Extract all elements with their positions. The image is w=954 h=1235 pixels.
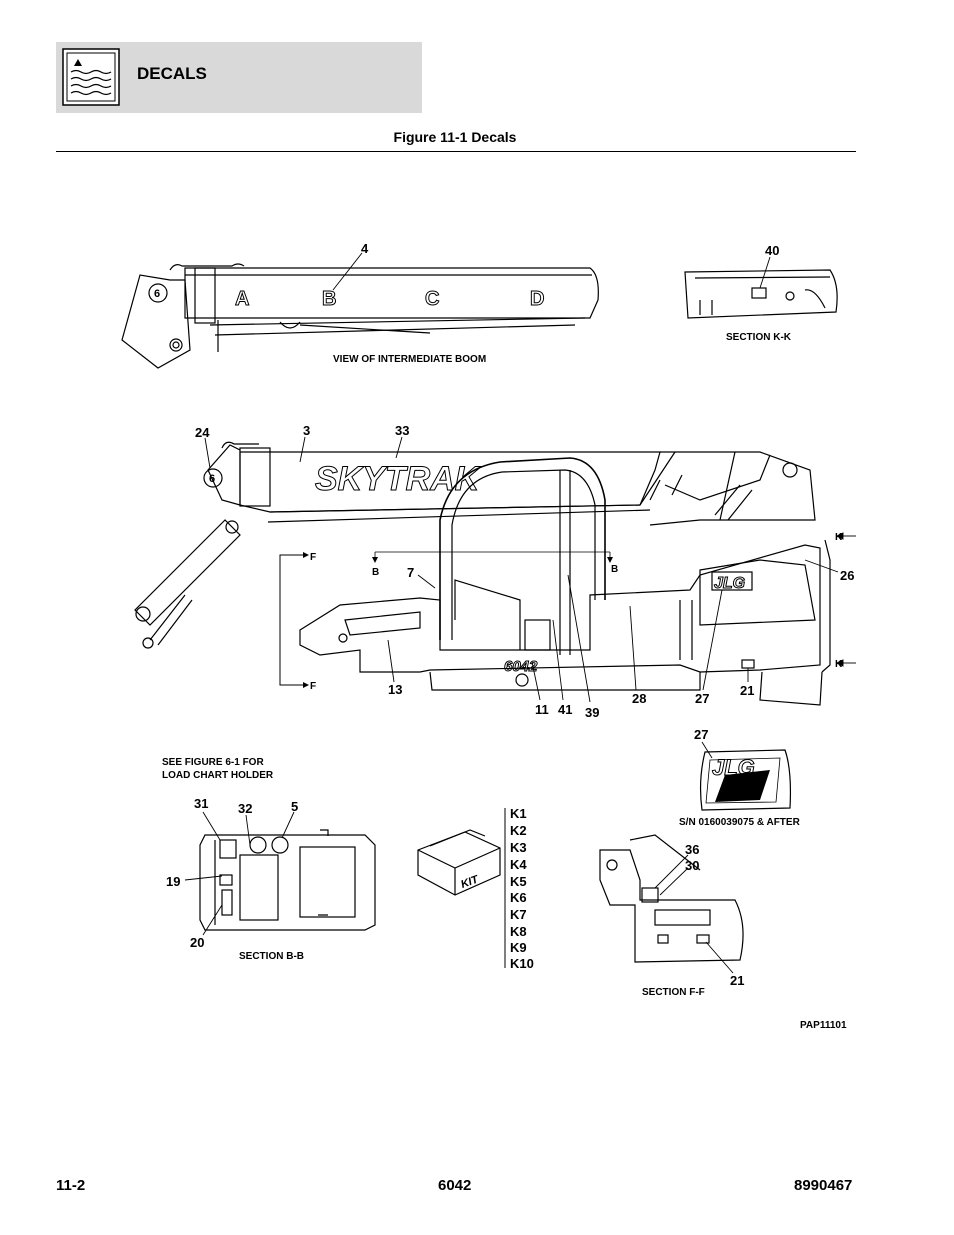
footer-part-number: 8990467 (794, 1177, 853, 1194)
decal-40-marker (751, 287, 767, 299)
kit-item-k7: K7 (510, 907, 527, 922)
decal-32-marker (239, 854, 279, 921)
callout-26: 26 (840, 568, 854, 583)
marker-f-bottom: F (310, 681, 316, 692)
section-ff-view (599, 834, 744, 963)
callout-36: 36 (685, 842, 699, 857)
marker-k-top: K (835, 532, 843, 543)
callout-13: 13 (388, 682, 402, 697)
callout-20: 20 (190, 935, 204, 950)
kit-item-k10: K10 (510, 956, 534, 971)
callout-40: 40 (765, 243, 779, 258)
intermediate-boom-view (121, 263, 599, 369)
jlg-decal-marker (711, 571, 753, 591)
boom-pivot-circle-main (203, 468, 223, 488)
boom-pivot-circle (148, 283, 168, 303)
kit-box-label: KIT (459, 873, 481, 891)
boom-number-6: 6 (154, 288, 160, 300)
kit-item-k8: K8 (510, 924, 527, 939)
caption-intermediate-boom: VIEW OF INTERMEDIATE BOOM (333, 354, 486, 365)
callout-41: 41 (558, 702, 572, 717)
callout-3: 3 (303, 423, 310, 438)
callout-5: 5 (291, 799, 298, 814)
caption-see-figure-2: LOAD CHART HOLDER (162, 770, 274, 781)
callout-39: 39 (585, 705, 599, 720)
footer-page-number: 11-2 (56, 1177, 86, 1194)
kit-item-k4: K4 (510, 857, 527, 872)
marker-b-right: B (611, 564, 618, 575)
decal-36-30-marker (641, 887, 659, 903)
caption-see-figure-1: SEE FIGURE 6-1 FOR (162, 757, 264, 768)
figure-title: Figure 11-1 Decals (393, 129, 517, 145)
caption-section-bb: SECTION B-B (239, 951, 304, 962)
callout-28: 28 (632, 691, 646, 706)
callout-32: 32 (238, 801, 252, 816)
section-bb-view (199, 829, 376, 931)
callout-19: 19 (166, 874, 180, 889)
kit-item-k2: K2 (510, 823, 527, 838)
jlg-detail-text: JLG (712, 755, 755, 780)
callout-27-detail: 27 (694, 727, 708, 742)
boom-letter-b: B (322, 288, 336, 310)
kit-item-k1: K1 (510, 806, 527, 821)
kit-item-k5: K5 (510, 874, 527, 889)
section-kk-view (684, 269, 838, 319)
callout-21: 21 (740, 683, 754, 698)
decal-21-ff-marker (696, 934, 710, 944)
footer-model: 6042 (438, 1177, 472, 1194)
boom-letter-a: A (235, 288, 249, 310)
leader-lines (184, 252, 839, 974)
boom-letter-c: C (425, 288, 439, 310)
section-bf-arrows (303, 552, 613, 688)
callout-24: 24 (195, 425, 210, 440)
model-decal-text: 6042 (504, 658, 538, 675)
decals-section-icon (62, 48, 120, 106)
marker-k-bottom: K (835, 659, 843, 670)
callout-31: 31 (194, 796, 208, 811)
marker-f-top: F (310, 552, 316, 563)
title-rule (56, 151, 856, 152)
callout-4: 4 (361, 241, 369, 256)
callout-11: 11 (535, 702, 549, 717)
kit-item-k9: K9 (510, 940, 527, 955)
machine-side-view (134, 441, 831, 706)
callout-27: 27 (695, 691, 709, 706)
caption-section-ff: SECTION F-F (642, 987, 705, 998)
boom-number-6-main: 6 (209, 473, 215, 485)
marker-b-left: B (372, 567, 379, 578)
kit-item-k3: K3 (510, 840, 527, 855)
callout-21-ff: 21 (730, 973, 744, 988)
callout-7: 7 (407, 565, 414, 580)
skytrak-decal-text: SKYTRAK (315, 460, 482, 498)
callout-33: 33 (395, 423, 409, 438)
caption-drawing-id: PAP11101 (800, 1020, 847, 1031)
caption-serial: S/N 0160039075 & AFTER (679, 817, 801, 828)
caption-section-kk: SECTION K-K (726, 332, 792, 343)
section-k-arrows (835, 532, 856, 667)
jlg-decal-text: JLG (714, 575, 745, 592)
decal-21-marker (741, 659, 755, 669)
callout-30: 30 (685, 858, 699, 873)
section-title: DECALS (137, 64, 207, 83)
boom-letter-d: D (530, 288, 544, 310)
kit-box (417, 808, 506, 968)
jlg-decal-detail (699, 749, 792, 811)
kit-item-k6: K6 (510, 890, 527, 905)
